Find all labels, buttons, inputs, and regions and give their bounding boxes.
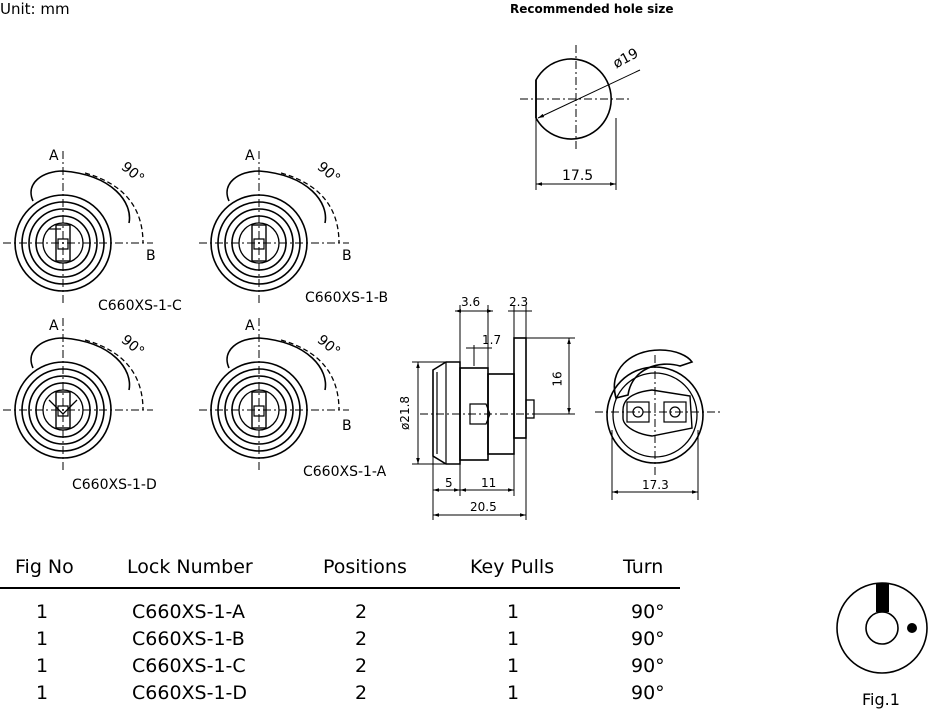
dim-20-5: 20.5 [470, 500, 497, 514]
dim-dia-21-8: ø21.8 [398, 395, 413, 431]
dim-2-3: 2.3 [509, 295, 529, 309]
col-header-turn: Turn [623, 556, 664, 578]
dim-5: 5 [445, 476, 453, 490]
cell-fig-no: 1 [36, 628, 49, 650]
cell-lock-number: C660XS-1-C [132, 655, 246, 677]
cell-fig-no: 1 [36, 682, 49, 704]
cell-lock-number: C660XS-1-B [132, 628, 245, 650]
view-c-label: C660XS-1-C [98, 298, 182, 314]
hole-diagram [520, 45, 641, 190]
cell-fig-no: 1 [36, 655, 49, 677]
dim-16: 16 [550, 371, 565, 387]
cell-positions: 2 [355, 628, 368, 650]
cell-positions: 2 [355, 655, 368, 677]
cell-positions: 2 [355, 601, 368, 623]
unit-label: Unit: mm [0, 0, 70, 18]
col-header-fig-no: Fig No [15, 556, 74, 578]
cell-turn: 90° [631, 601, 665, 623]
col-header-lock-number: Lock Number [127, 556, 253, 578]
cell-key-pulls: 1 [507, 655, 520, 677]
cell-key-pulls: 1 [507, 682, 520, 704]
dim-17-3: 17.3 [642, 478, 669, 492]
view-d-label: C660XS-1-D [72, 477, 157, 493]
view-c-b: B [146, 248, 156, 264]
cell-turn: 90° [631, 628, 665, 650]
cell-key-pulls: 1 [507, 628, 520, 650]
dim-3-6: 3.6 [461, 295, 481, 309]
view-a-b: B [342, 418, 352, 434]
hole-width-label: 17.5 [562, 168, 594, 184]
cell-lock-number: C660XS-1-D [132, 682, 248, 704]
view-a-label: C660XS-1-A [303, 464, 387, 480]
fig1-key-icon [836, 582, 928, 674]
cell-lock-number: C660XS-1-A [132, 601, 245, 623]
lock-view-d [2, 317, 154, 471]
lock-view-c [2, 150, 154, 304]
view-b-a: A [245, 148, 255, 164]
side-view [412, 305, 575, 520]
cell-positions: 2 [355, 682, 368, 704]
dim-1-7: 1.7 [482, 333, 502, 347]
cell-fig-no: 1 [36, 601, 49, 623]
view-c-a: A [49, 148, 59, 164]
view-b-b: B [342, 248, 352, 264]
fig-caption: Fig.1 [862, 690, 900, 709]
hole-title: Recommended hole size [510, 2, 674, 16]
view-d-a: A [49, 318, 59, 334]
view-a-a: A [245, 318, 255, 334]
cell-turn: 90° [631, 655, 665, 677]
rear-view [595, 349, 720, 500]
col-header-positions: Positions [323, 556, 407, 578]
dim-11: 11 [481, 476, 497, 490]
cell-key-pulls: 1 [507, 601, 520, 623]
col-header-key-pulls: Key Pulls [470, 556, 555, 578]
cell-turn: 90° [631, 682, 665, 704]
view-b-label: C660XS-1-B [305, 290, 389, 306]
